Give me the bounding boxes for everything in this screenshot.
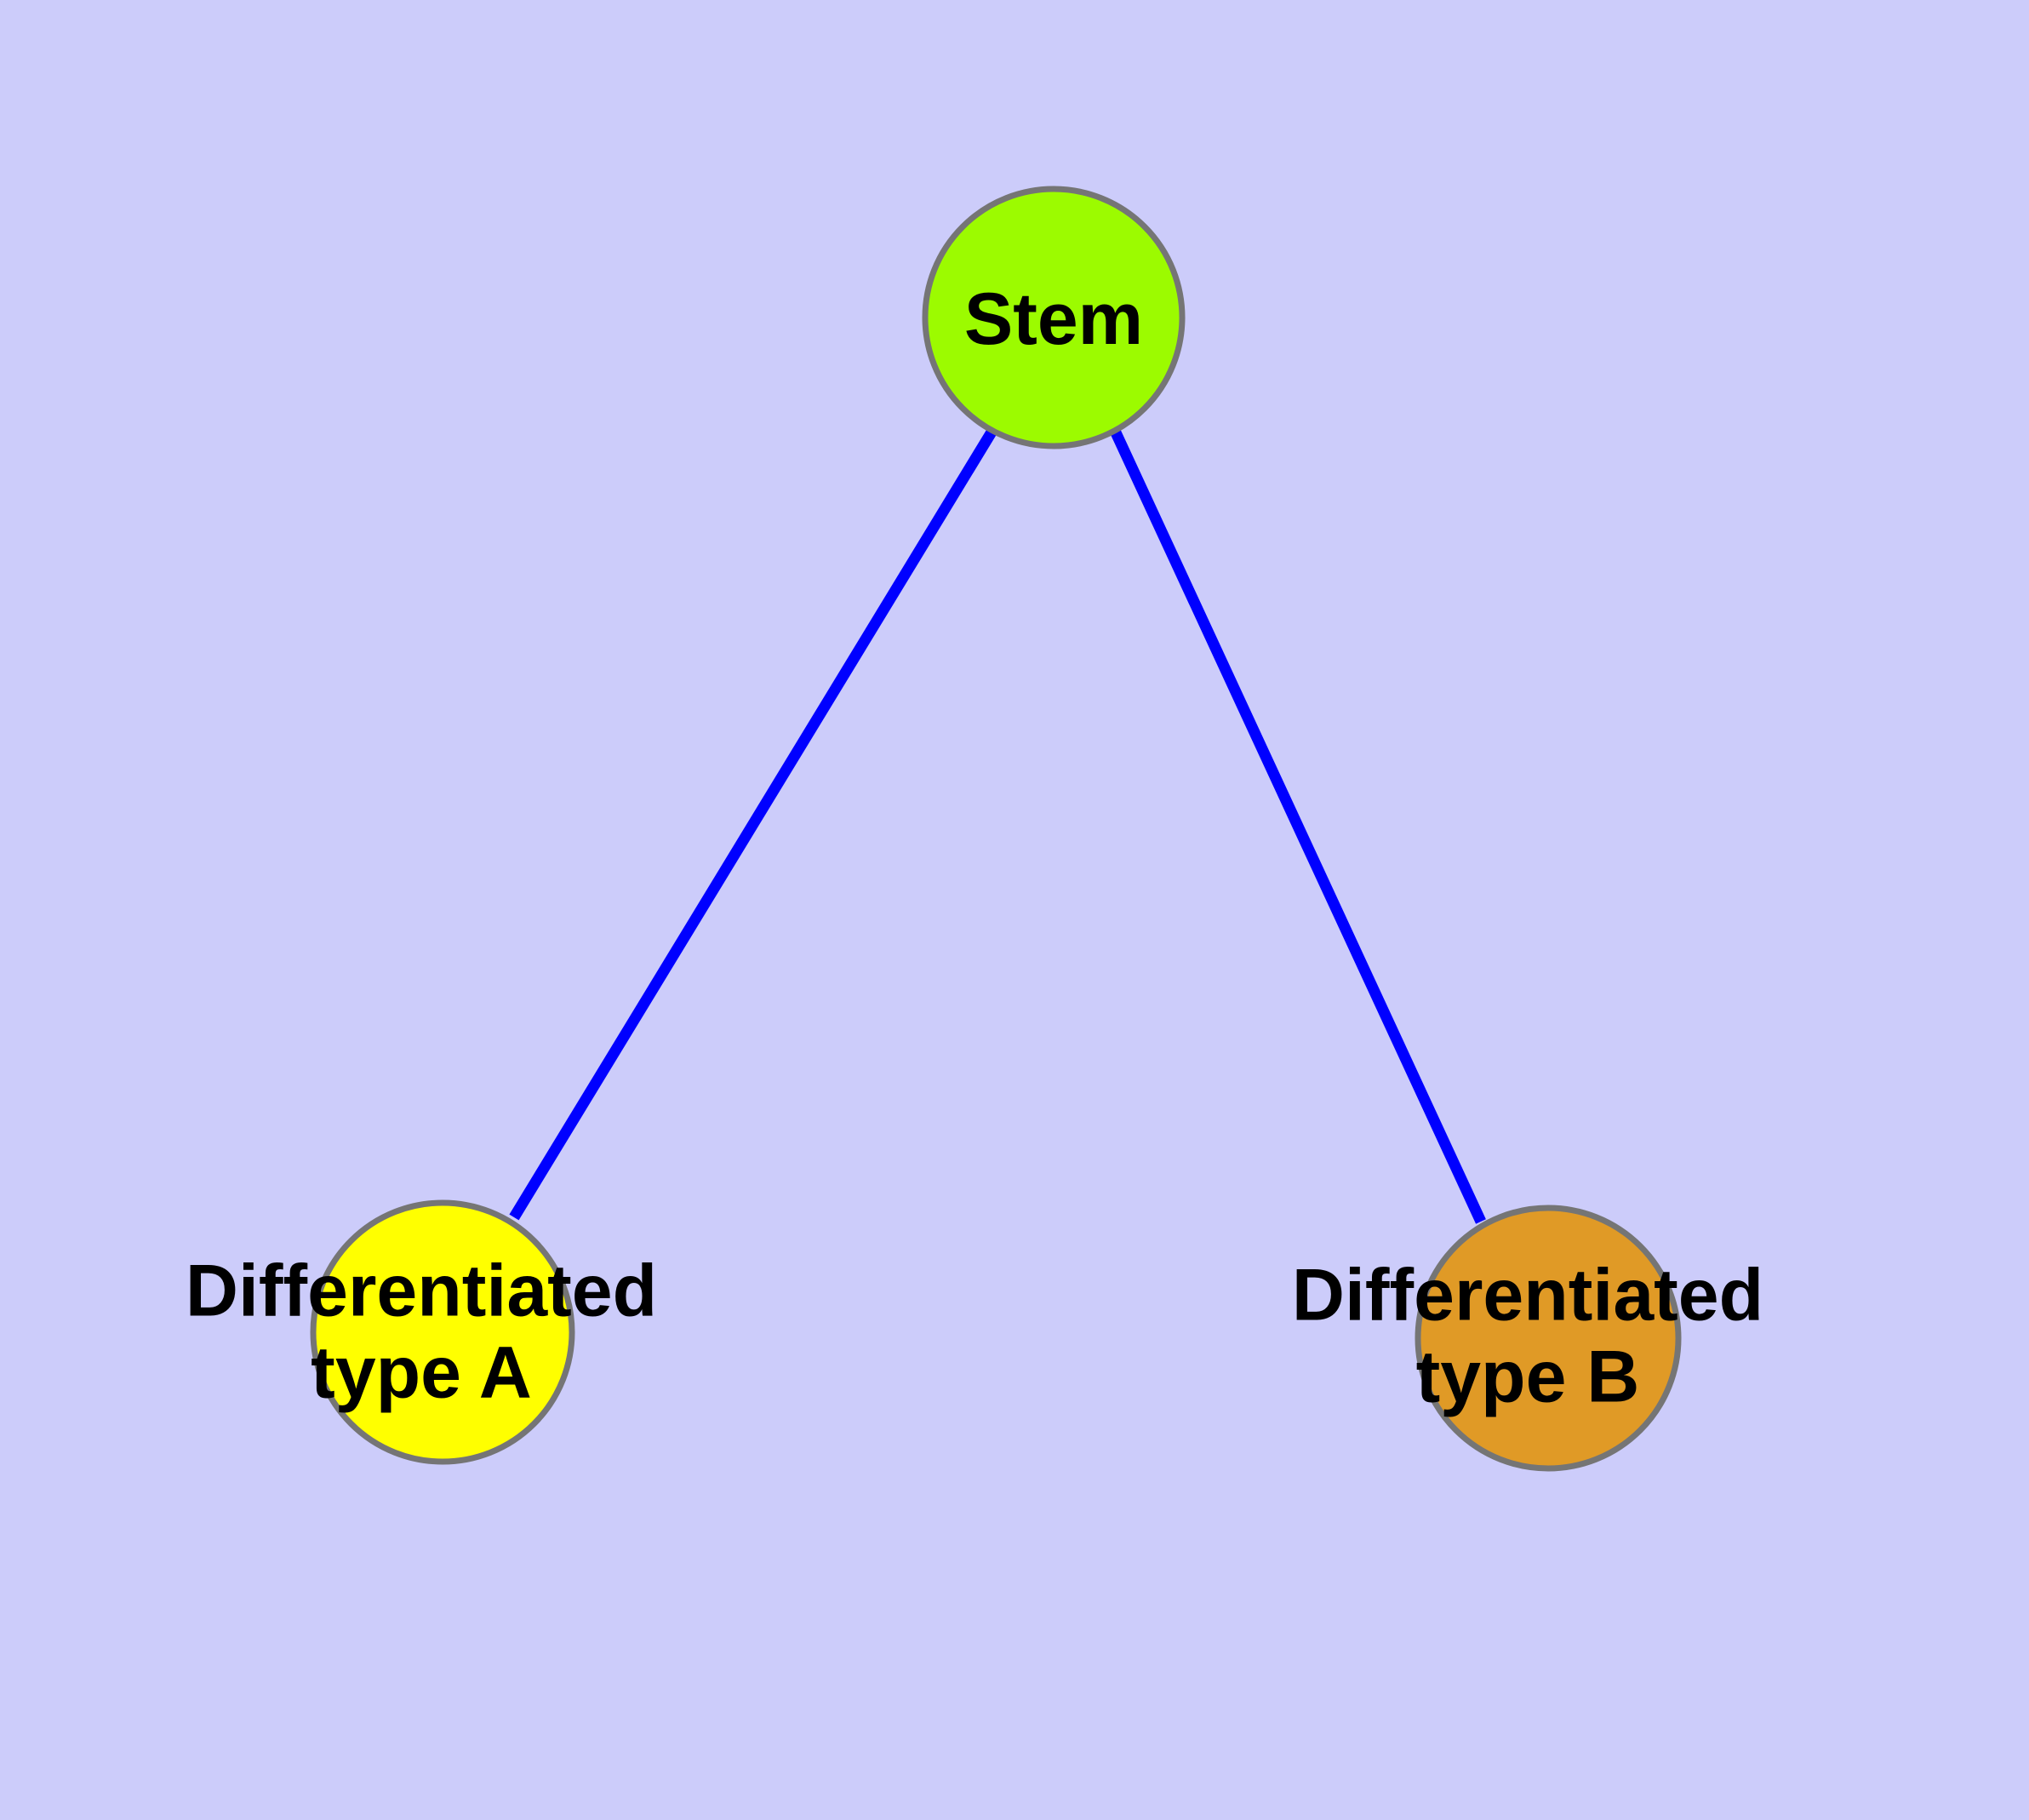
node-layer: [310, 186, 1682, 1472]
edge-layer: [509, 427, 1486, 1224]
node-differentiated-type-a[interactable]: [310, 1199, 575, 1465]
edge-stem-to-differentiated-type-a[interactable]: [509, 427, 997, 1221]
node-stem[interactable]: [922, 186, 1186, 449]
node-differentiated-type-b[interactable]: [1415, 1205, 1682, 1472]
edge-stem-to-differentiated-type-b[interactable]: [1110, 428, 1486, 1224]
